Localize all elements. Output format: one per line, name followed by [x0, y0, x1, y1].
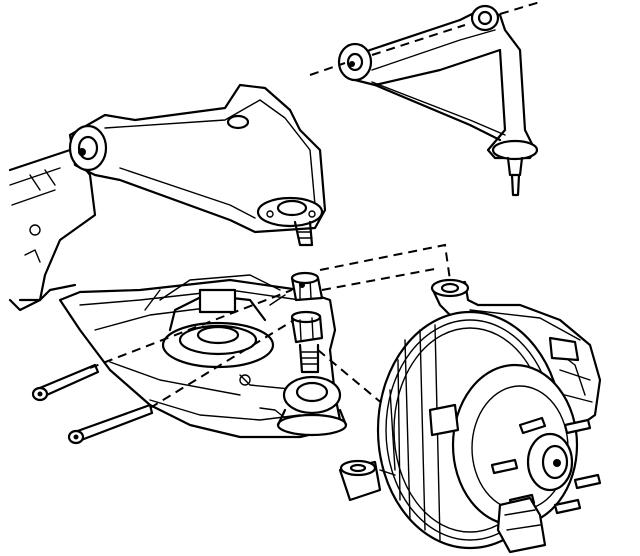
wheel-studs [490, 416, 602, 515]
alignment-lines [89, 1, 541, 411]
cotter-pin-upper [31, 363, 100, 402]
cotter-pin-lower [67, 403, 154, 445]
coil-spring [144, 274, 286, 369]
frame-section [8, 148, 97, 312]
brake-caliper [428, 403, 547, 554]
castle-nut-upper [290, 271, 324, 302]
knuckle-boss-lower [338, 459, 396, 502]
upper-control-arm-removed [337, 4, 539, 197]
ball-joint [276, 310, 348, 437]
upper-control-arm-installed [68, 83, 327, 247]
brake-rotor-hub [376, 310, 579, 550]
